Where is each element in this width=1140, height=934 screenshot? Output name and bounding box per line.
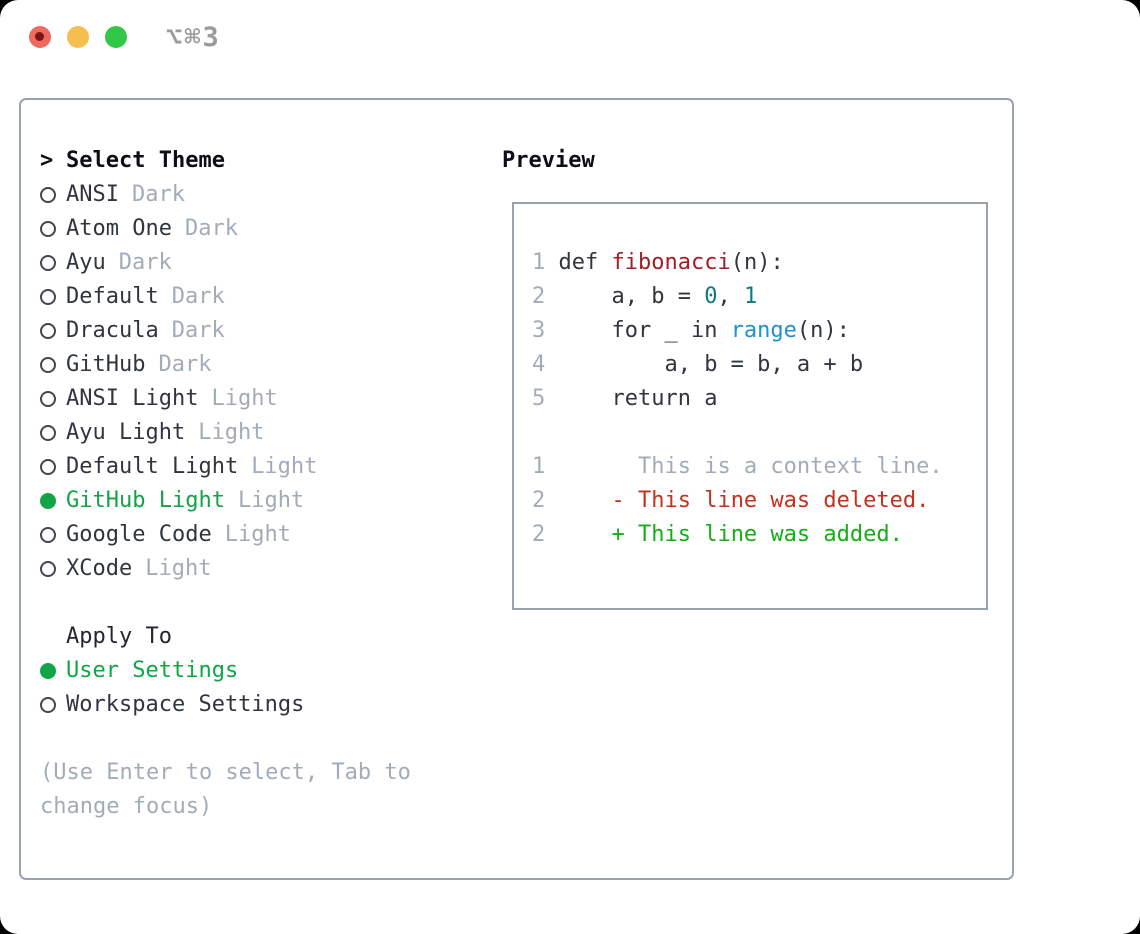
selection-prompt-icon: > — [40, 148, 54, 173]
line-number: 5 — [532, 386, 559, 411]
radio-icon — [40, 425, 56, 441]
apply-to-header: Apply To — [40, 620, 500, 654]
line-number: 4 — [532, 352, 559, 377]
theme-option-row[interactable]: ANSI Light Light — [40, 382, 500, 416]
radio-icon — [40, 323, 56, 339]
theme-option-row[interactable]: GitHub Light Light — [40, 484, 500, 518]
zoom-button[interactable] — [105, 26, 127, 48]
theme-variant-tag: Light — [237, 488, 305, 513]
option-label: Default — [66, 284, 159, 309]
theme-variant-tag: Dark — [171, 318, 225, 343]
code-line: 1 def fibonacci(n): — [532, 250, 784, 275]
code-line: 2 - This line was deleted. — [532, 488, 930, 513]
radio-selected-icon — [40, 493, 56, 509]
code-line: 2 a, b = 0, 1 — [532, 284, 758, 309]
option-label: Dracula — [66, 318, 159, 343]
radio-icon — [40, 697, 56, 713]
theme-option-row[interactable]: Google Code Light — [40, 518, 500, 552]
theme-variant-tag: Dark — [131, 182, 185, 207]
option-label: Ayu — [66, 250, 106, 275]
line-number: 1 — [532, 250, 559, 275]
code-line: 3 for _ in range(n): — [532, 318, 850, 343]
option-label: Default Light — [66, 454, 239, 479]
option-label: Ayu Light — [66, 420, 186, 445]
radio-icon — [40, 221, 56, 237]
option-label: Google Code — [66, 522, 212, 547]
help-text-line-1: (Use Enter to select, Tab to — [40, 760, 411, 785]
apply-option-row[interactable]: Workspace Settings — [40, 688, 500, 722]
line-number: 3 — [532, 318, 559, 343]
close-dot-icon — [35, 32, 44, 41]
window-titlebar: ⌥⌘3 — [0, 0, 1140, 74]
minimize-button[interactable] — [67, 26, 89, 48]
radio-icon — [40, 459, 56, 475]
theme-option-row[interactable]: Dracula Dark — [40, 314, 500, 348]
option-label: User Settings — [66, 658, 239, 683]
code-line: 4 a, b = b, a + b — [532, 352, 864, 377]
theme-variant-tag: Light — [224, 522, 291, 547]
theme-variant-tag: Light — [211, 386, 278, 411]
apply-option-row[interactable]: User Settings — [40, 654, 500, 688]
line-number: 1 — [532, 454, 559, 479]
radio-icon — [40, 289, 56, 305]
radio-selected-icon — [40, 663, 56, 679]
theme-option-row[interactable]: Default Dark — [40, 280, 500, 314]
code-preview: 1 def fibonacci(n): 2 a, b = 0, 1 3 for _ … — [532, 246, 986, 552]
theme-option-row[interactable]: Ayu Light Light — [40, 416, 500, 450]
option-label: ANSI — [66, 182, 119, 207]
radio-icon — [40, 391, 56, 407]
apply-to-heading: Apply To — [66, 624, 172, 649]
theme-option-row[interactable]: GitHub Dark — [40, 348, 500, 382]
select-theme-header: > Select Theme — [40, 144, 500, 178]
line-number: 2 — [532, 522, 559, 547]
select-theme-heading: Select Theme — [66, 148, 225, 173]
theme-option-row[interactable]: XCode Light — [40, 552, 500, 586]
spacer-row — [40, 586, 500, 620]
code-line: 1 This is a context line. — [532, 454, 943, 479]
theme-variant-tag: Dark — [158, 352, 212, 377]
theme-variant-tag: Light — [145, 556, 212, 581]
radio-icon — [40, 357, 56, 373]
preview-box: 1 def fibonacci(n): 2 a, b = 0, 1 3 for _ … — [512, 202, 988, 610]
theme-variant-tag: Dark — [171, 284, 225, 309]
window-title: ⌥⌘3 — [166, 22, 221, 53]
radio-icon — [40, 561, 56, 577]
help-text-line-2: change focus) — [40, 794, 213, 819]
code-line: 5 return a — [532, 386, 718, 411]
radio-icon — [40, 527, 56, 543]
code-line — [532, 416, 986, 450]
option-label: Atom One — [66, 216, 172, 241]
code-line: 2 + This line was added. — [532, 522, 903, 547]
theme-variant-tag: Light — [251, 454, 318, 479]
option-label: GitHub — [66, 352, 146, 377]
line-number: 2 — [532, 488, 559, 513]
theme-option-row[interactable]: Ayu Dark — [40, 246, 500, 280]
preview-heading: Preview — [502, 148, 595, 173]
theme-option-row[interactable]: ANSI Dark — [40, 178, 500, 212]
theme-option-row[interactable]: Atom One Dark — [40, 212, 500, 246]
option-label: ANSI Light — [66, 386, 199, 411]
option-label: Workspace Settings — [66, 692, 305, 717]
theme-variant-tag: Dark — [118, 250, 172, 275]
theme-variant-tag: Dark — [184, 216, 238, 241]
theme-option-row[interactable]: Default Light Light — [40, 450, 500, 484]
option-label: XCode — [66, 556, 133, 581]
line-number: 2 — [532, 284, 559, 309]
radio-icon — [40, 255, 56, 271]
option-label: GitHub Light — [66, 488, 225, 513]
spacer-row — [40, 722, 500, 756]
close-button[interactable] — [29, 26, 51, 48]
radio-icon — [40, 187, 56, 203]
theme-variant-tag: Light — [198, 420, 265, 445]
